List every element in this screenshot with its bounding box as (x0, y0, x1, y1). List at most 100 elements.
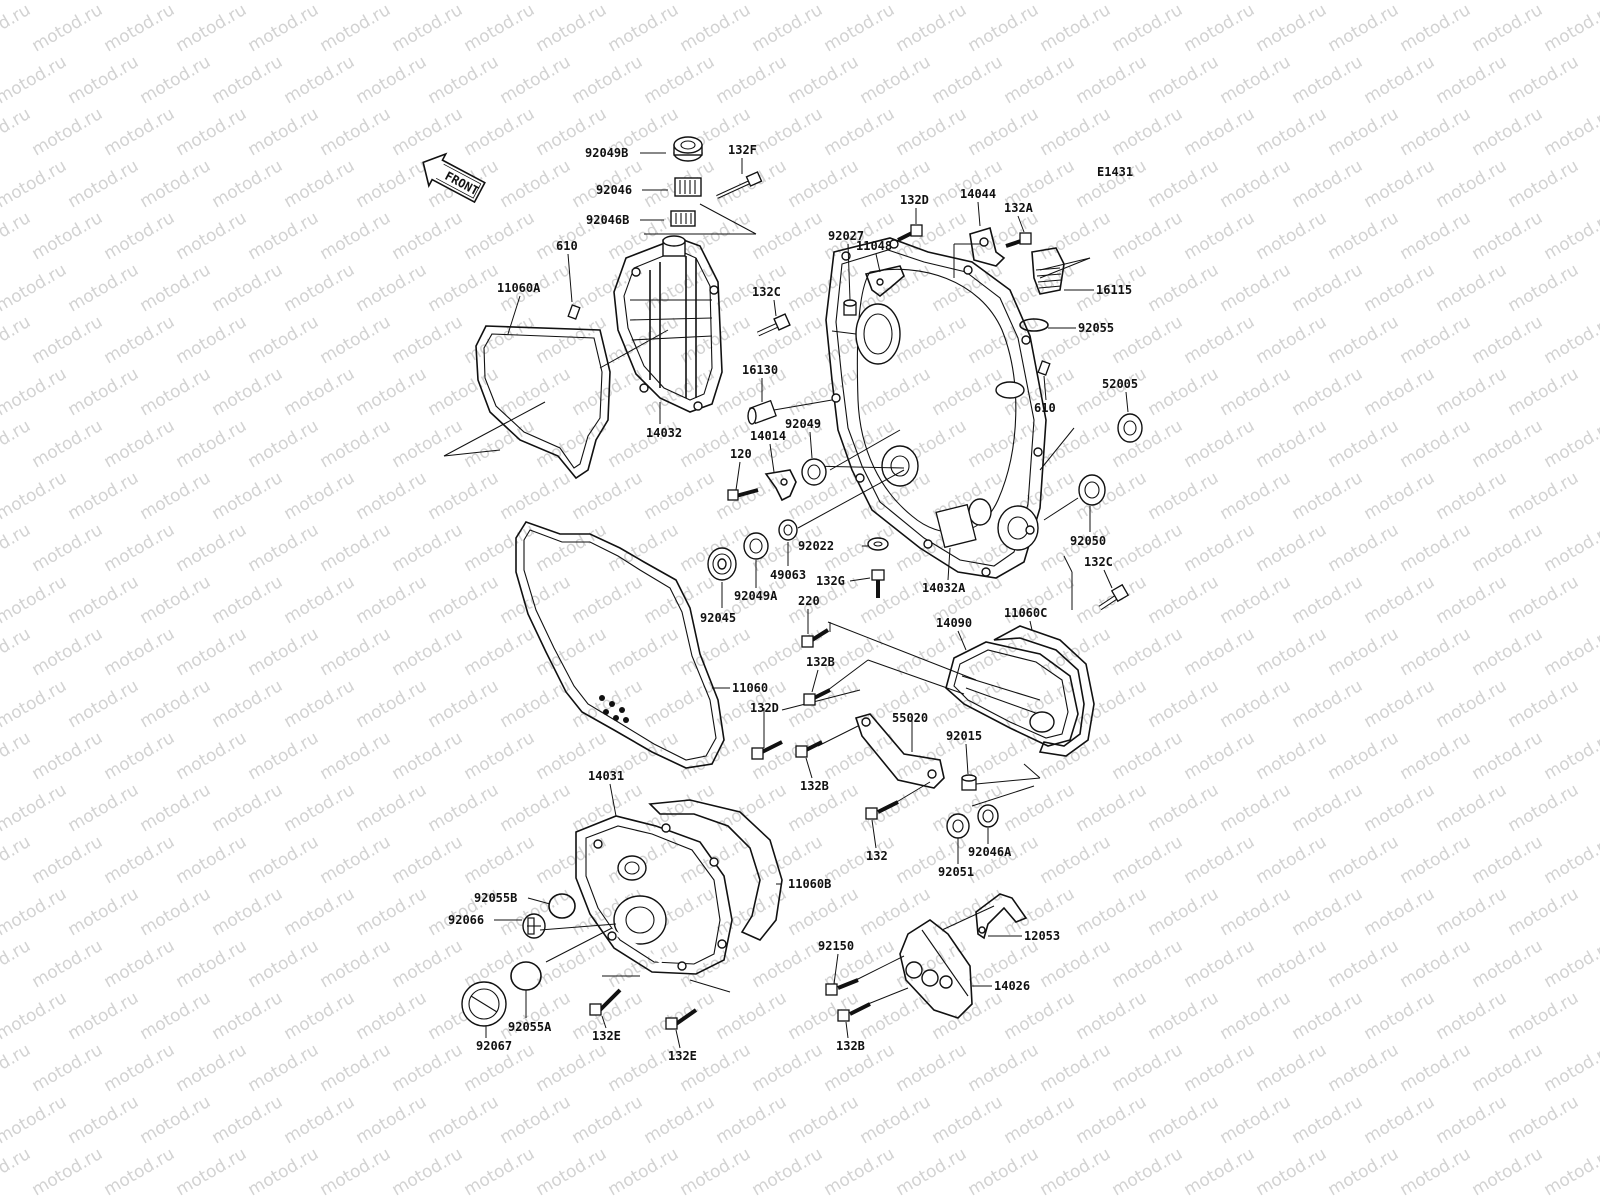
bolt-132e-b-icon (665, 1008, 698, 1030)
label-132d-top: 132D (900, 193, 929, 207)
bolt-132a-icon (1005, 232, 1032, 248)
label-92022: 92022 (798, 539, 834, 553)
label-49063: 49063 (770, 568, 806, 582)
label-92046b: 92046B (586, 213, 629, 227)
label-120: 120 (730, 447, 752, 461)
label-92045: 92045 (700, 611, 736, 625)
gasket-11060 (515, 521, 725, 769)
bolt-120-icon (727, 488, 759, 501)
label-14026: 14026 (994, 979, 1030, 993)
label-14014: 14014 (750, 429, 786, 443)
front-arrow-icon: FRONT (422, 152, 486, 204)
bolt-132g-icon (871, 569, 885, 598)
bolt-132c-top-icon (756, 313, 791, 337)
dowel-pin-610b-icon (1037, 360, 1051, 376)
label-92046a: 92046A (968, 845, 1012, 859)
bushing-49063-icon (778, 519, 798, 541)
label-220: 220 (798, 594, 820, 608)
label-132f: 132F (728, 143, 757, 157)
cap-92027-icon (843, 299, 857, 316)
guide-12053-icon (975, 893, 1028, 940)
clamp-11048-icon (864, 265, 905, 298)
label-92050: 92050 (1070, 534, 1106, 548)
label-92015: 92015 (946, 729, 982, 743)
label-92049: 92049 (785, 417, 821, 431)
plate-14014-icon (764, 469, 797, 502)
cap-92067-icon (461, 981, 507, 1027)
label-132b-a: 132B (806, 655, 835, 669)
label-16130: 16130 (742, 363, 778, 377)
o-ring-92055a (510, 961, 542, 991)
bolt-132b-b-icon (795, 740, 823, 758)
diagram-code: E1431 (1097, 165, 1133, 179)
gasket-11060a (475, 325, 611, 480)
label-11048: 11048 (856, 239, 892, 253)
plug-92066-icon (522, 913, 546, 939)
label-132e-a: 132E (592, 1029, 621, 1043)
label-92055b: 92055B (474, 891, 517, 905)
seal-92050-icon (1078, 474, 1106, 506)
washer-92022-icon (867, 537, 889, 551)
label-132a: 132A (1004, 201, 1034, 215)
bracket-14044-icon (969, 226, 1006, 267)
label-16115: 16115 (1096, 283, 1132, 297)
dowel-pin-610-icon (567, 304, 581, 320)
seal-92049a-icon (743, 532, 769, 560)
label-132d-mid: 132D (750, 701, 779, 715)
label-132e-b: 132E (668, 1049, 697, 1063)
label-92049b: 92049B (585, 146, 628, 160)
label-14031: 14031 (588, 769, 624, 783)
label-132b-b: 132B (800, 779, 829, 793)
label-92051: 92051 (938, 865, 974, 879)
bearing-92046a-icon (977, 804, 999, 828)
bracket-55020 (854, 713, 945, 789)
label-132g: 132G (816, 574, 845, 588)
label-92066: 92066 (448, 913, 484, 927)
label-92067: 92067 (476, 1039, 512, 1053)
bearing-92046-icon (674, 177, 702, 197)
bolt-92150-icon (825, 978, 859, 996)
label-92055: 92055 (1078, 321, 1114, 335)
o-ring-92055 (1019, 318, 1049, 332)
bolt-132d-mid-icon (751, 740, 783, 760)
bearing-92046b-icon (670, 210, 696, 227)
seal-92051-icon (946, 813, 970, 839)
gasket-11060b (648, 799, 783, 941)
oil-filler-cap-16115-icon (1031, 247, 1065, 295)
label-55020: 55020 (892, 711, 928, 725)
clutch-cover-14032 (613, 235, 723, 413)
label-11060: 11060 (732, 681, 768, 695)
label-132: 132 (866, 849, 888, 863)
seal-92049b-icon (673, 136, 703, 162)
label-610-b: 610 (1034, 401, 1056, 415)
label-132c-right: 132C (1084, 555, 1113, 569)
label-92049a: 92049A (734, 589, 778, 603)
seal-52005-icon (1117, 413, 1143, 443)
label-11060b: 11060B (788, 877, 831, 891)
bolt-132d-top-icon (897, 224, 923, 242)
cap-92015-icon (961, 774, 977, 791)
crankcase-cover-14032a (825, 237, 1047, 579)
gasket-11060c (993, 625, 1095, 757)
label-14032: 14032 (646, 426, 682, 440)
label-132c-top: 132C (752, 285, 781, 299)
label-14044: 14044 (960, 187, 996, 201)
label-610-a: 610 (556, 239, 578, 253)
label-92027: 92027 (828, 229, 864, 243)
bolt-132c-right-icon (1098, 583, 1130, 611)
label-12053: 12053 (1024, 929, 1060, 943)
label-14090: 14090 (936, 616, 972, 630)
bearing-92045-icon (707, 547, 737, 581)
label-14032a: 14032A (922, 581, 966, 595)
bolt-132e-a-icon (589, 988, 622, 1016)
bolt-132b-a-icon (803, 688, 831, 706)
seal-92049-icon (801, 458, 827, 486)
label-92046: 92046 (596, 183, 632, 197)
plug-16130-icon (747, 399, 777, 425)
generator-cover-14031 (575, 815, 733, 975)
label-92150: 92150 (818, 939, 854, 953)
bolt-132f-icon (716, 171, 763, 199)
label-92055a: 92055A (508, 1020, 552, 1034)
